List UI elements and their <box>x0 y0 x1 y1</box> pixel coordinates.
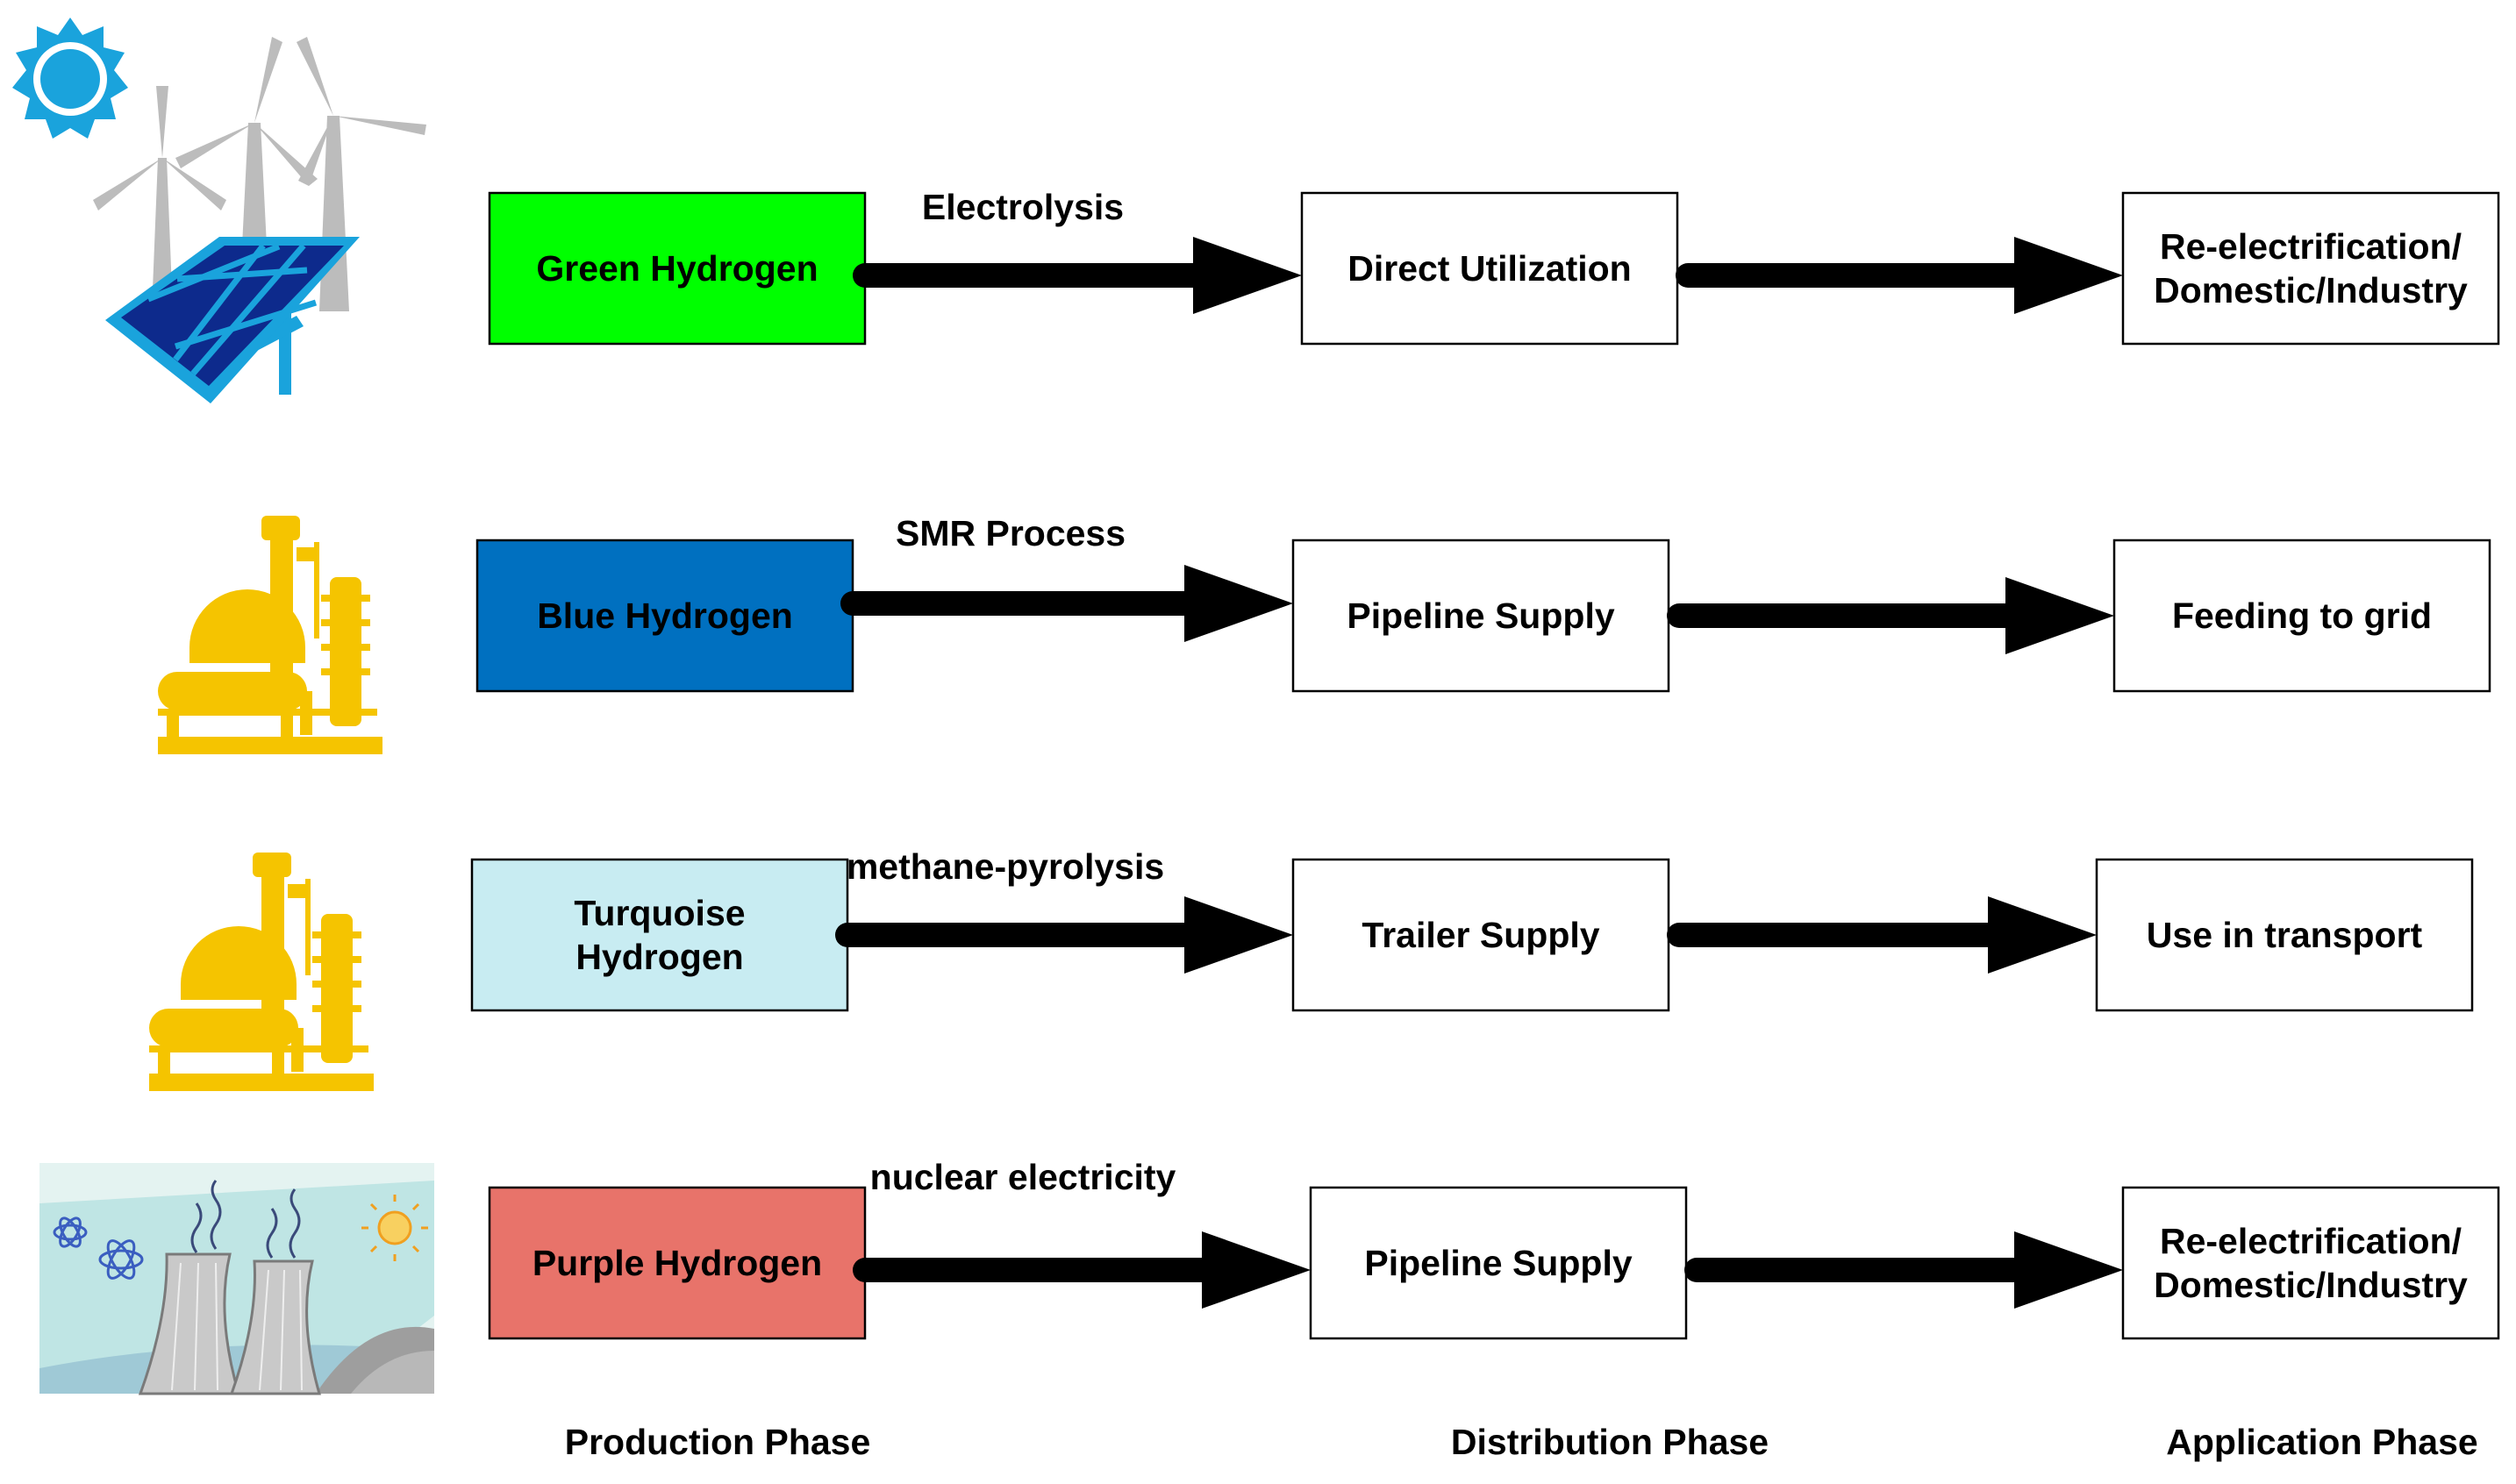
distribution-box-rect <box>1300 191 1679 346</box>
distribution-arrow <box>1676 237 2123 314</box>
source-box-label: Blue Hydrogen <box>537 596 793 636</box>
atom-icon <box>53 1216 144 1280</box>
distribution-box-label: Direct Utilization <box>1347 248 1631 289</box>
production-arrow <box>853 237 1302 314</box>
solar-panel-icon <box>105 237 360 403</box>
production-phase-label: Production Phase <box>565 1422 871 1462</box>
distribution-box: Direct Utilization <box>1300 191 1679 346</box>
refinery-icon <box>158 516 382 754</box>
production-arrow <box>835 896 1293 974</box>
nuclear-plant-icon <box>39 1163 434 1395</box>
process-label: SMR Process <box>896 513 1126 553</box>
distribution-box-rect <box>1291 539 1670 693</box>
application-box: Re-electrification/Domestic/Industry <box>2121 191 2500 346</box>
application-box-label: Re-electrification/ <box>2160 1221 2462 1261</box>
source-box-rect <box>488 191 867 346</box>
distribution-box: Trailer Supply <box>1291 858 1670 1012</box>
distribution-arrow-head <box>2005 577 2114 654</box>
source-box: Blue Hydrogen <box>475 539 854 693</box>
production-arrow-head <box>1193 237 1302 314</box>
application-box: Use in transport <box>2095 858 2474 1012</box>
source-box-label: Green Hydrogen <box>536 248 818 289</box>
distribution-arrow <box>1667 577 2114 654</box>
process-label: methane-pyrolysis <box>847 846 1164 887</box>
application-box-rect <box>2121 191 2500 346</box>
source-box-rect <box>470 858 849 1012</box>
distribution-box: Pipeline Supply <box>1309 1186 1688 1340</box>
source-box-rect <box>475 539 854 693</box>
production-arrow-head <box>1202 1231 1311 1309</box>
distribution-arrow <box>1667 896 2097 974</box>
distribution-box: Pipeline Supply <box>1291 539 1670 693</box>
source-box-label: Turquoise <box>574 893 745 933</box>
application-box-label: Domestic/Industry <box>2154 270 2468 310</box>
distribution-arrow-head <box>1988 896 2097 974</box>
solar-wind-icon <box>12 18 426 403</box>
distribution-box-rect <box>1309 1186 1688 1340</box>
application-box-rect <box>2121 1186 2500 1340</box>
application-box: Feeding to grid <box>2112 539 2491 693</box>
distribution-arrow <box>1684 1231 2123 1309</box>
source-box: Purple Hydrogen <box>488 1186 867 1340</box>
application-box-label: Re-electrification/ <box>2160 226 2462 267</box>
source-box-label: Purple Hydrogen <box>533 1243 822 1283</box>
distribution-box-label: Pipeline Supply <box>1364 1243 1632 1283</box>
production-arrow-head <box>1184 565 1293 642</box>
production-arrow <box>840 565 1293 642</box>
small-sun-icon <box>361 1195 428 1261</box>
distribution-box-label: Pipeline Supply <box>1347 596 1614 636</box>
production-arrow <box>853 1231 1311 1309</box>
source-box: Green Hydrogen <box>488 191 867 346</box>
source-box-label: Hydrogen <box>575 937 743 977</box>
process-label: Electrolysis <box>922 187 1124 227</box>
application-box-rect <box>2095 858 2474 1012</box>
sun-icon <box>12 18 128 139</box>
application-box-label: Feeding to grid <box>2172 596 2432 636</box>
process-label: nuclear electricity <box>870 1157 1176 1197</box>
distribution-phase-label: Distribution Phase <box>1451 1422 1769 1462</box>
distribution-box-label: Trailer Supply <box>1362 915 1599 955</box>
application-box: Re-electrification/Domestic/Industry <box>2121 1186 2500 1340</box>
application-phase-label: Application Phase <box>2166 1422 2477 1462</box>
distribution-box-rect <box>1291 858 1670 1012</box>
application-box-label: Domestic/Industry <box>2154 1265 2468 1305</box>
application-box-rect <box>2112 539 2491 693</box>
distribution-arrow-head <box>2014 1231 2123 1309</box>
refinery-icon <box>149 853 374 1091</box>
production-arrow-head <box>1184 896 1293 974</box>
distribution-arrow-head <box>2014 237 2123 314</box>
application-box-label: Use in transport <box>2147 915 2423 955</box>
